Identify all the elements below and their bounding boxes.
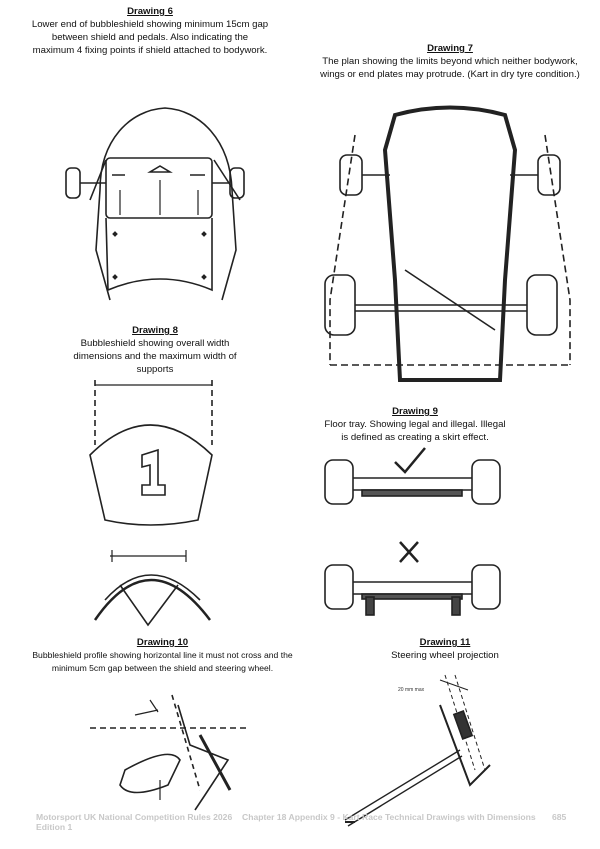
drawing-6-text: Lower end of bubbleshield showing minimu… [31,19,269,56]
drawing-7-figure [324,105,571,382]
footer-edition: Edition 1 [36,822,73,832]
page-number: 685 [552,812,567,822]
dimension-label-20mm: 20 mm max [398,687,425,693]
drawing-10-title: Drawing 10 [136,637,189,648]
footer-rules-title: Motorsport UK National Competition Rules… [36,812,233,822]
drawing-9-caption: Drawing 9 Floor tray. Showing legal and … [320,405,510,444]
drawing-7-caption: Drawing 7 The plan showing the limits be… [310,42,590,81]
drawing-8-text: Bubbleshield showing overall width dimen… [73,338,237,375]
drawing-11-caption: Drawing 11 Steering wheel projection [350,636,540,662]
footer-left: Motorsport UK National Competition Rules… [36,812,232,832]
drawing-10-figure [90,694,250,811]
drawing-6-caption: Drawing 6 Lower end of bubbleshield show… [30,5,270,57]
drawing-11-figure [344,674,491,827]
drawing-9-text: Floor tray. Showing legal and illegal. I… [324,419,506,443]
drawing-9-figure [324,447,501,616]
drawing-11-title: Drawing 11 [419,637,471,648]
drawing-7-text: The plan showing the limits beyond which… [320,56,580,80]
drawing-8-caption: Drawing 8 Bubbleshield showing overall w… [60,324,250,376]
drawing-8-title: Drawing 8 [132,325,178,336]
footer-chapter: Chapter 18 Appendix 9 - Kart Race Techni… [242,812,536,822]
drawing-8-figure [89,380,213,627]
drawing-6-figure [65,107,245,301]
drawing-7-title: Drawing 7 [427,43,473,54]
drawing-9-title: Drawing 9 [392,406,438,417]
drawing-10-caption: Drawing 10 Bubbleshield profile showing … [30,636,295,675]
drawing-11-text: Steering wheel projection [391,650,499,661]
drawing-6-title: Drawing 6 [127,6,173,17]
drawing-10-text: Bubbleshield profile showing horizontal … [32,650,293,673]
svg-text:20 mm max: 20 mm max [398,687,425,693]
